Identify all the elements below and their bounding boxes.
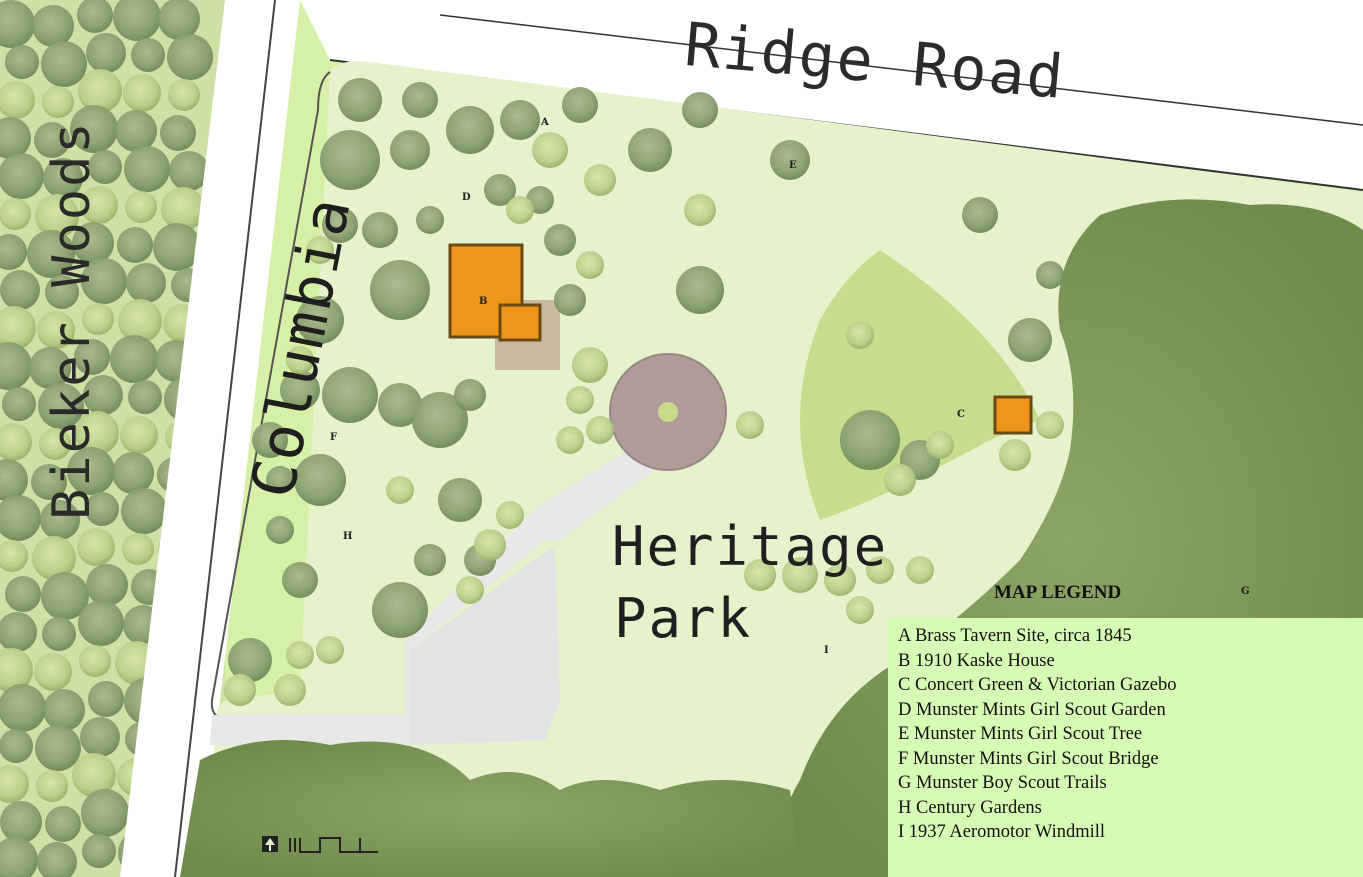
map-legend: A Brass Tavern Site, circa 1845 B 1910 K…	[888, 618, 1363, 877]
marker-h: H	[343, 531, 353, 542]
ridge-road	[300, 0, 1363, 190]
legend-item-g: G Munster Boy Scout Trails	[898, 773, 1107, 793]
columbia-road	[120, 0, 300, 877]
bieker-woods-label: Bieker Woods	[42, 120, 102, 520]
marker-f: F	[330, 432, 338, 443]
legend-item-f: F Munster Mints Girl Scout Bridge	[898, 748, 1159, 769]
legend-item-h: H Century Gardens	[898, 797, 1042, 818]
legend-item-b: B 1910 Kaske House	[898, 650, 1055, 671]
gazebo	[993, 395, 1033, 435]
north-arrow-icon	[262, 836, 378, 853]
walkway	[210, 430, 695, 745]
legend-item-c: C Concert Green & Victorian Gazebo	[898, 675, 1177, 695]
legend-title: MAP LEGEND	[994, 582, 1122, 603]
marker-e: E	[789, 160, 797, 171]
legend-item-a: A Brass Tavern Site, circa 1845	[898, 626, 1132, 646]
marker-a: A	[541, 117, 549, 128]
park-name-line2: Park	[614, 587, 753, 650]
legend-item-d: D Munster Mints Girl Scout Garden	[898, 699, 1166, 720]
marker-b: B	[479, 296, 488, 307]
marker-i: I	[824, 645, 829, 656]
marker-g: G	[1241, 586, 1250, 597]
legend-item-e: E Munster Mints Girl Scout Tree	[898, 724, 1143, 744]
woods-south	[180, 740, 800, 877]
legend-item-i: I 1937 Aeromotor Windmill	[898, 822, 1106, 842]
scale-bar-icon	[289, 837, 378, 853]
park-name-line1: Heritage	[612, 515, 889, 578]
marker-d: D	[462, 192, 471, 203]
marker-c: C	[957, 409, 965, 420]
